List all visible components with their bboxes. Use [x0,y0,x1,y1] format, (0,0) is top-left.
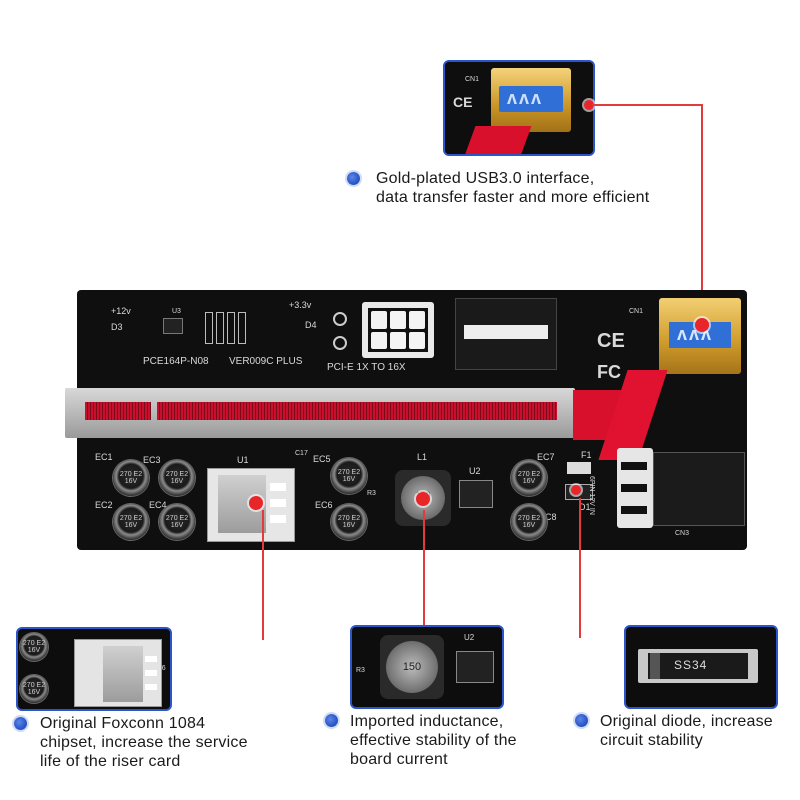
ec7-label: EC7 [537,452,555,462]
usb-caption-line1: Gold-plated USB3.0 interface, [376,170,595,187]
u3-chip [163,318,183,334]
diode-callout: SS34 [638,649,758,683]
usb-board-pointer-dot [695,318,709,332]
u2-label: U2 [469,466,481,476]
u1-label: U1 [237,455,249,465]
inductance-bullet-icon [325,714,338,727]
chipset-bullet-icon [14,717,27,730]
chipset-caption-line3: life of the riser card [40,753,181,770]
capacitor-ec1: 270 E2 16V [113,460,149,496]
d1-label: D1 [579,502,591,512]
usb-pointer-line-v [701,104,703,326]
diode-caption-line1: Original diode, increase [600,713,773,730]
ec2-label: EC2 [95,500,113,510]
pcie-label: PCI-E 1X TO 16X [327,362,406,373]
ec8-label: EC8 [539,512,557,522]
f1-label: F1 [581,450,592,460]
slot-latch [573,370,683,460]
usb-caption-line2: data transfer faster and more efficient [376,189,650,206]
v12-label: +12v [111,306,131,316]
diode-pointer-line [579,498,581,638]
version-label: VER009C PLUS [229,356,303,367]
chipset-caption-line2: chipset, increase the service [40,734,248,751]
u3-label: U3 [172,308,181,315]
diode-caption-line2: circuit stability [600,732,703,749]
chipset-callout-chip [74,639,162,707]
six-pin-in-label: 6PIN 12V IN [588,476,595,515]
diode-bullet-icon [575,714,588,727]
led-row [205,312,255,344]
usb-callout-box: CN1 CE ʌʌʌ [443,60,595,156]
six-pin-connector-top [362,302,434,358]
u2-callout-label: U2 [464,633,475,642]
cn1-board-label: CN1 [629,308,644,315]
mounting-holes [333,312,347,352]
c17-label: C17 [295,450,308,457]
fuse-f1 [567,462,591,474]
capacitor-callout-2: 270 E2 16V [20,675,48,703]
inductor-callout: 150 [380,635,444,699]
l1-label: L1 [417,452,428,462]
red-latch [464,126,532,154]
usb-bullet-icon [347,172,360,185]
capacitor-callout-1: 270 E2 16V [20,633,48,661]
usb-shell [455,298,557,370]
inductance-caption-line1: Imported inductance, [350,713,504,730]
r3-callout-label: R3 [356,667,365,674]
inductor-callout-box: U2 R3 150 [350,625,504,709]
capacitor-ec2: 270 E2 16V [113,504,149,540]
capacitor-ec5: 270 E2 16V [331,458,367,494]
inductance-caption-line2: effective stability of the [350,732,517,749]
riser-board: +12v D3 U3 +3.3v D4 PCE164P-N08 VER009C … [65,290,747,550]
ec6-label: EC6 [315,500,333,510]
chipset-pointer-dot [249,496,263,510]
capacitor-ec7: 270 E2 16V [511,460,547,496]
capacitor-ec8: 270 E2 16V [511,504,547,540]
usb-gold-port: ʌʌʌ [491,68,571,132]
ec4-label: EC4 [149,500,167,510]
usb-symbol-icon: ʌʌʌ [507,88,544,108]
usb-pointer-line-h [592,104,702,106]
usb-feature-caption: Gold-plated USB3.0 interface, data trans… [376,169,649,207]
diode-callout-marking: SS34 [674,658,708,672]
chipset-pointer-line [262,510,264,640]
chipset-callout-box: EC6 270 E2 16V 270 E2 16V [16,627,172,711]
d3-label: D3 [111,322,123,332]
pcie-x16-slot [65,388,575,438]
usb-gold-port-board: ʌʌʌ [659,298,741,374]
diode-pointer-dot [571,485,581,495]
cn3-label: CN3 [675,530,690,537]
cn1-label: CN1 [465,76,480,83]
fc-board-mark: FC [597,362,621,382]
ec1-label: EC1 [95,452,113,462]
v33-label: +3.3v [289,300,312,310]
inductance-feature-caption: Imported inductance, effective stability… [350,712,517,769]
usb-callout-dot [584,100,594,110]
six-pin-power-input [617,448,745,528]
model-label: PCE164P-N08 [143,356,209,367]
ec3-label: EC3 [143,455,161,465]
inductor-pointer-dot [416,492,430,506]
d4-label: D4 [305,320,317,330]
chipset-feature-caption: Original Foxconn 1084 chipset, increase … [40,714,248,771]
diode-feature-caption: Original diode, increase circuit stabili… [600,712,773,750]
ce-mark: CE [453,94,473,110]
inductor-pointer-line [423,510,425,628]
capacitor-ec4: 270 E2 16V [159,504,195,540]
chipset-caption-line1: Original Foxconn 1084 [40,715,206,732]
capacitor-ec6: 270 E2 16V [331,504,367,540]
u2-chip [459,480,493,508]
capacitor-ec3: 270 E2 16V [159,460,195,496]
inductance-caption-line3: board current [350,751,448,768]
u2-callout-chip [456,651,494,683]
ec5-label: EC5 [313,454,331,464]
r3-label: R3 [367,490,376,497]
ce-board-mark: CE [597,330,625,352]
diode-callout-box: SS34 [624,625,778,709]
